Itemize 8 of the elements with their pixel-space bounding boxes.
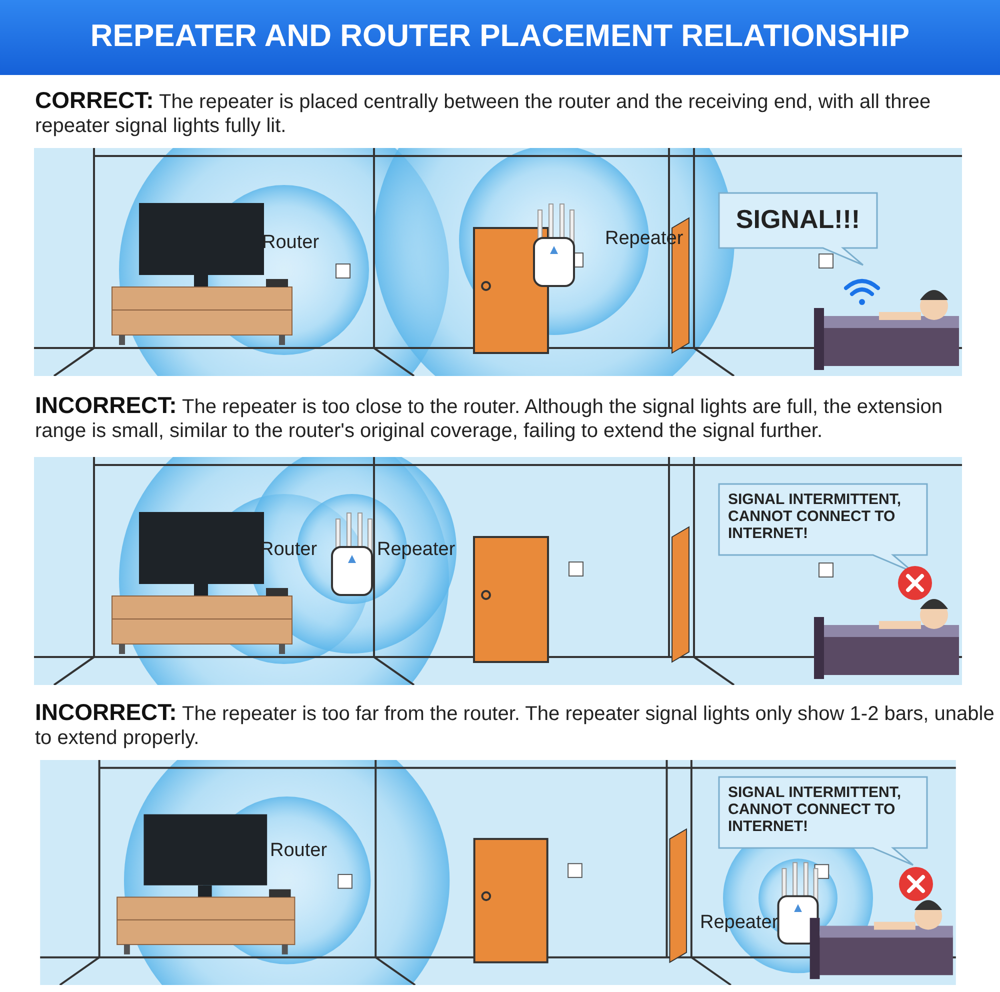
speech-bubble: SIGNAL!!!: [718, 192, 878, 266]
page-title: REPEATER AND ROUTER PLACEMENT RELATIONSHIP: [89, 18, 911, 54]
instruction-text: INCORRECT: The repeater is too close to the router. Although the signal lights are full, the extension range is small, similar to the router's original coverage, failing to extend the signal further.: [35, 393, 944, 443]
device-label: Router: [270, 840, 328, 862]
device-label: Repeater: [377, 539, 456, 561]
speech-bubble: SIGNAL INTERMITTENT, CANNOT CONNECT TO INTERNET!: [718, 776, 928, 866]
instruction-text: INCORRECT: The repeater is too far from the router. The repeater signal lights only show 1-2 bars, unable to extend properly.: [35, 700, 995, 750]
instruction-text: CORRECT: The repeater is placed centrally between the router and the receiving end, with all three repeater signal lights fully lit.: [35, 88, 932, 138]
